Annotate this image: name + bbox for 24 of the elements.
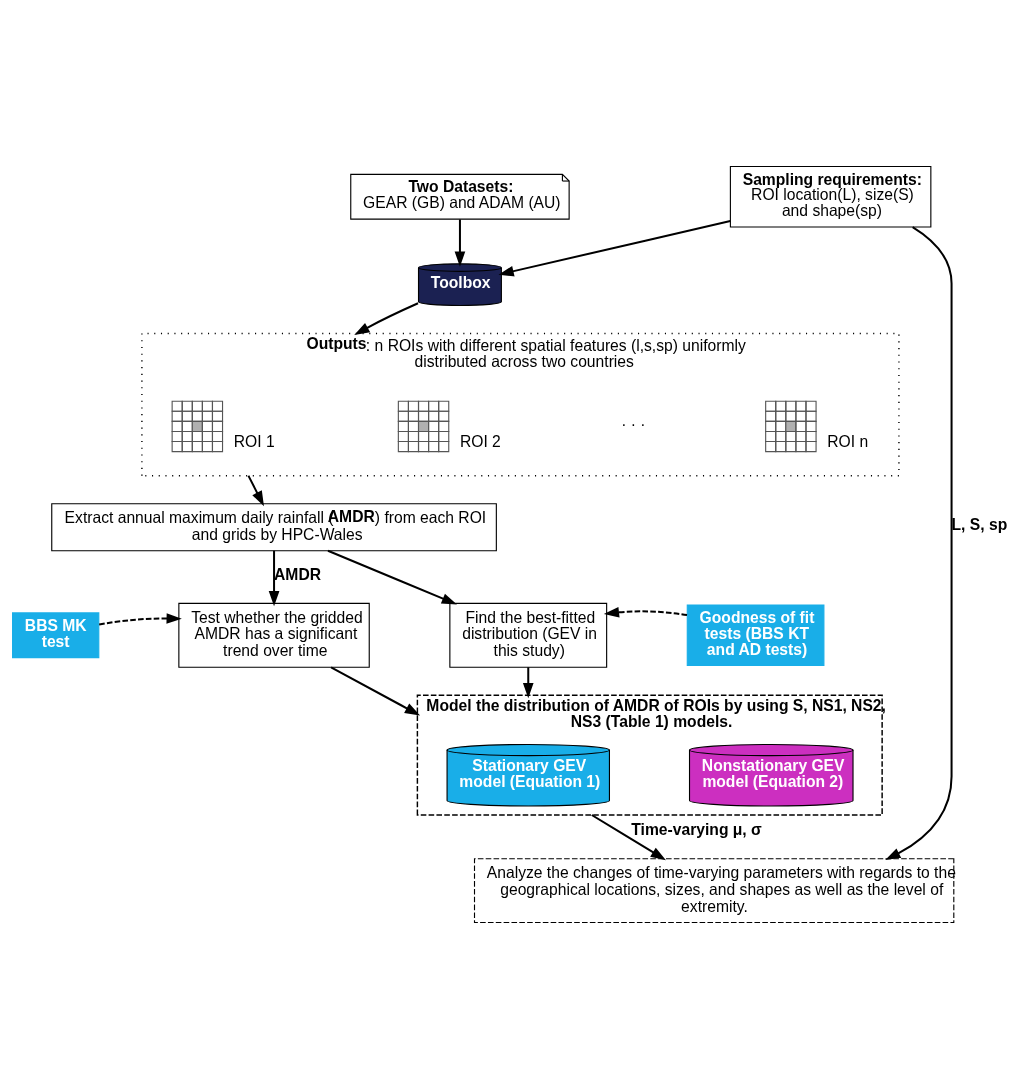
arrow (522, 667, 534, 699)
arrow (99, 613, 182, 626)
arrow (247, 475, 264, 507)
node-box: Analyze the changes of time-varying parameters with regards to the geographical locations, sizes, and shapes as well as the level of extremity. (473, 858, 955, 924)
node-label: ROI 2 (459, 433, 501, 451)
arrow (591, 814, 666, 861)
arrow (354, 302, 419, 335)
arrow (454, 219, 466, 267)
node-box: Sampling requirements: ROI location(L), size(S) and shape(sp) (729, 165, 932, 228)
node-box: Find the best-fitted distribution (GEV in this study) (449, 602, 608, 668)
node-box: Goodness of fit tests (BBS KT and AD tests) (686, 604, 825, 667)
arrow (327, 549, 457, 605)
edge-label: AMDR (274, 566, 322, 584)
node-box: Test whether the gridded AMDR has a significant trend over time (178, 602, 370, 668)
arrow (885, 226, 953, 860)
label: · · · (621, 416, 646, 434)
node-label: ROI 1 (233, 433, 275, 451)
edge-label: Time-varying μ, σ (631, 821, 762, 839)
arrow (603, 607, 688, 618)
node-box: BBS MK test (12, 612, 100, 659)
arrow (330, 666, 421, 716)
node-label: ROI n (827, 433, 869, 451)
arrow (268, 550, 280, 607)
arrow (498, 220, 731, 277)
